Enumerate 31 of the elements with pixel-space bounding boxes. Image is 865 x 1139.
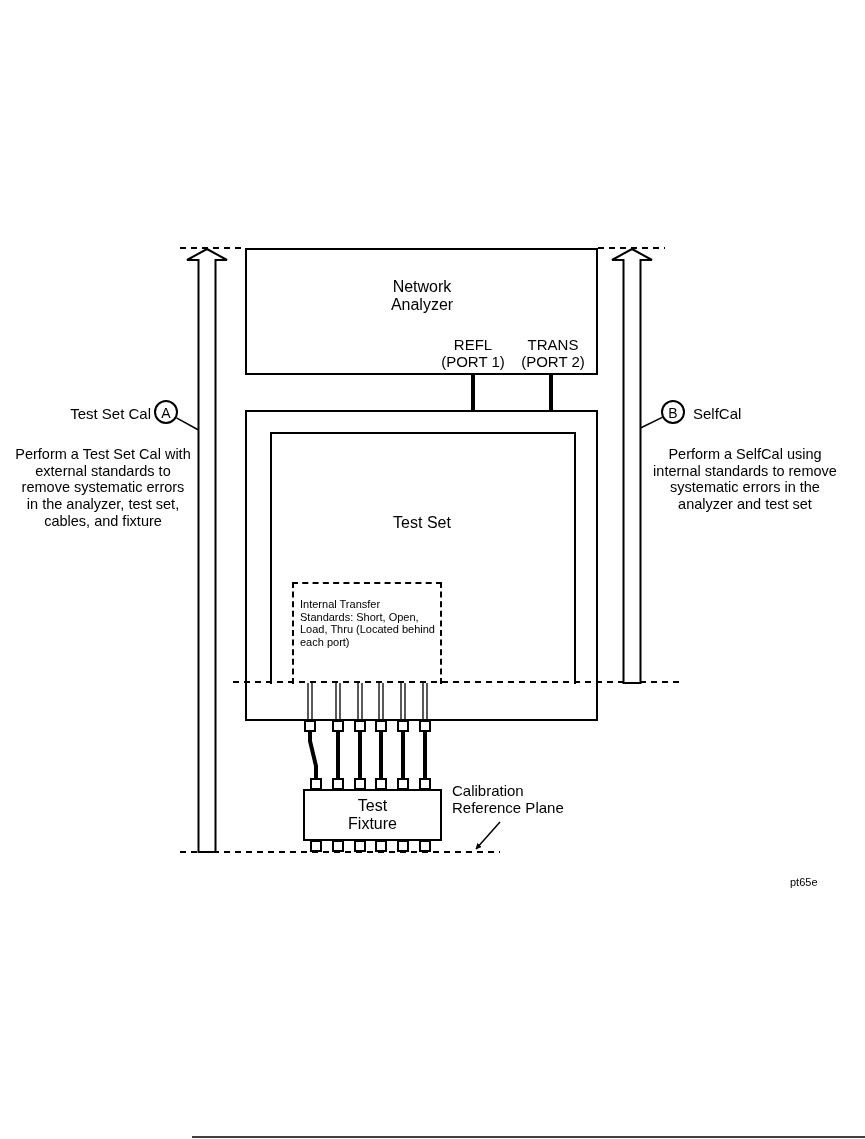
leader-line	[639, 416, 663, 429]
callout-text: SelfCal	[693, 405, 743, 423]
leader-line	[175, 417, 200, 431]
dashed-box	[292, 582, 442, 684]
cable	[354, 720, 366, 790]
cable	[419, 720, 431, 790]
figure-id: pt65e	[790, 876, 819, 889]
description-text: Perform a Test Set Cal with external standards to remove systematic errors in the analyzer, test set, cables, and fixture	[14, 446, 192, 530]
callout-text: Test Set Cal	[69, 405, 151, 423]
test-set-frame	[245, 410, 598, 721]
cable	[397, 720, 409, 790]
cable	[332, 720, 344, 790]
box-text: Internal Transfer Standards: Short, Open, Load, Thru (Located behind each port)	[300, 598, 436, 649]
test-set-box	[270, 432, 576, 684]
cable	[471, 375, 475, 410]
cable	[304, 720, 322, 790]
port-label: TRANS (PORT 2)	[520, 336, 586, 371]
analyzer-box	[245, 248, 598, 375]
callout-letter: B	[667, 405, 679, 422]
callout-text: Calibration Reference Plane	[452, 782, 565, 817]
fixture-box	[303, 789, 442, 841]
hollow-arrow	[611, 248, 653, 683]
box-title: Network Analyzer	[389, 278, 455, 315]
callout-letter: A	[160, 405, 172, 422]
box-title: Test Set	[392, 514, 452, 533]
description-text: Perform a SelfCal using internal standards to remove systematic errors in the analyzer and test set	[652, 446, 838, 513]
box-title: Test Fixture	[347, 797, 398, 834]
port-label: REFL (PORT 1)	[440, 336, 506, 371]
pointer-arrow	[475, 821, 501, 850]
cable	[375, 720, 387, 790]
cable	[549, 375, 553, 410]
